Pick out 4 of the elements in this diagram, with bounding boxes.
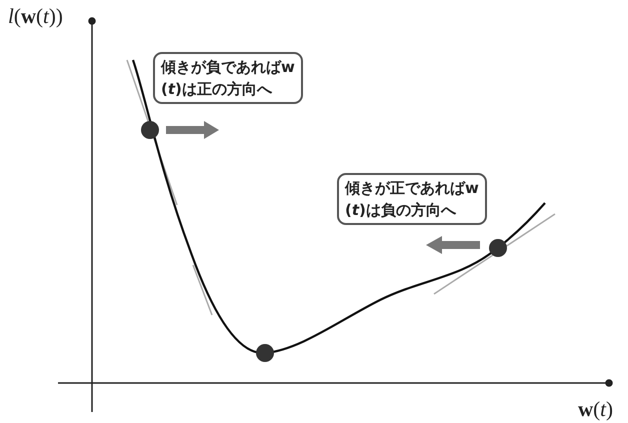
y-axis-label: l(w(t)) [8,4,63,29]
x-axis-label: w(t) [578,397,614,422]
callout-box: 傾きが負であればw(t)は正の方向へ [153,52,303,104]
callout-box: 傾きが正であればw(t)は負の方向へ [337,173,487,225]
